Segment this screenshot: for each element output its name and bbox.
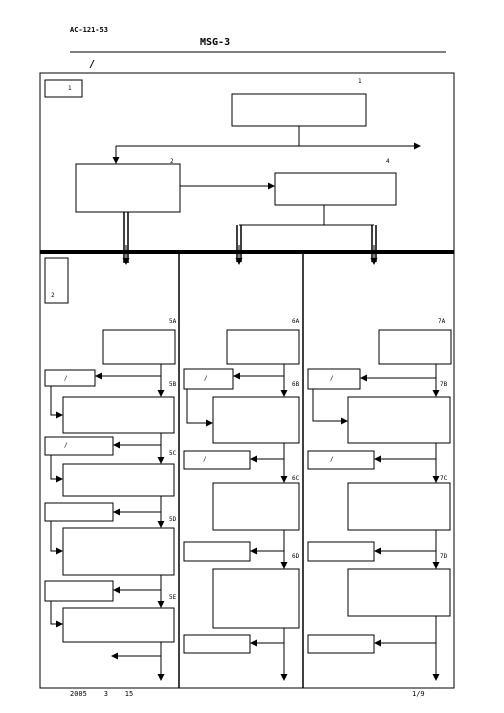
level1-box-2: [75, 163, 181, 213]
col5-side-box-1: [44, 369, 96, 387]
col5-box-5A: [102, 329, 176, 365]
col6-box-6D: [212, 568, 300, 629]
col5-box-5E: [62, 607, 175, 643]
step-label-5D: 5D: [169, 516, 177, 523]
col6-box-6C: [212, 482, 300, 531]
col5-side-box-3: [44, 502, 114, 522]
col6-side-label-2: /: [203, 456, 207, 463]
step-label-6C: 6C: [292, 475, 300, 482]
step-label-7A: 7A: [438, 318, 446, 325]
step-label-6A: 6A: [292, 318, 300, 325]
col5-box-5C: [62, 463, 175, 497]
col5-side-label-1: /: [64, 375, 68, 382]
footer-page-number: 1/9: [412, 690, 425, 698]
col5-side-box-2: [44, 436, 114, 456]
col7-box-7D: [347, 568, 451, 617]
col6-box-6B: [212, 396, 300, 444]
step-label-5A: 5A: [169, 318, 177, 325]
col5-side-box-4: [44, 580, 114, 602]
col7-box-7C: [347, 482, 451, 531]
step-label-7C: 7C: [440, 475, 448, 482]
slash-note: /: [89, 59, 96, 70]
col7-side-label-1: /: [330, 375, 334, 382]
col7-side-box-4: [307, 634, 375, 654]
col7-box-7A: [378, 329, 452, 365]
col6-box-6A: [226, 329, 300, 365]
step-label-5E: 5E: [169, 594, 177, 601]
step-label-7B: 7B: [440, 381, 448, 388]
col5-box-5B: [62, 396, 175, 434]
col6-side-box-3: [183, 541, 251, 562]
level1-start-box: [231, 93, 367, 127]
level1-tag-box: [44, 79, 83, 98]
col7-side-label-2: /: [330, 456, 334, 463]
col6-side-box-1: [183, 368, 234, 390]
col7-side-box-3: [307, 541, 375, 562]
level2-tag-box: [44, 257, 69, 304]
col6-side-box-4: [183, 634, 251, 654]
document-id: AC-121-53: [70, 26, 108, 34]
col7-box-7B: [347, 396, 451, 444]
outer-frame: [39, 72, 455, 689]
col5-box-5D: [62, 527, 175, 576]
col7-side-box-2: [307, 450, 375, 470]
step-label-6D: 6D: [292, 553, 300, 560]
col6-side-box-2: [183, 450, 251, 470]
level1-number: 1: [358, 78, 362, 85]
level1-branch-2-label: 2: [170, 158, 174, 165]
step-label-5B: 5B: [169, 381, 177, 388]
step-label-6B: 6B: [292, 381, 300, 388]
step-label-5C: 5C: [169, 450, 177, 457]
level1-box-4: [274, 172, 397, 206]
level1-tag: 1: [68, 85, 72, 92]
col5-side-label-2: /: [64, 442, 68, 449]
step-label-7D: 7D: [440, 553, 448, 560]
col6-side-label-1: /: [204, 375, 208, 382]
col7-side-box-1: [307, 368, 361, 390]
document-title: MSG-3: [200, 37, 231, 48]
level2-tag: 2: [51, 292, 55, 299]
level1-branch-4-label: 4: [386, 158, 390, 165]
footer-date: 2005 3 15: [70, 690, 134, 698]
